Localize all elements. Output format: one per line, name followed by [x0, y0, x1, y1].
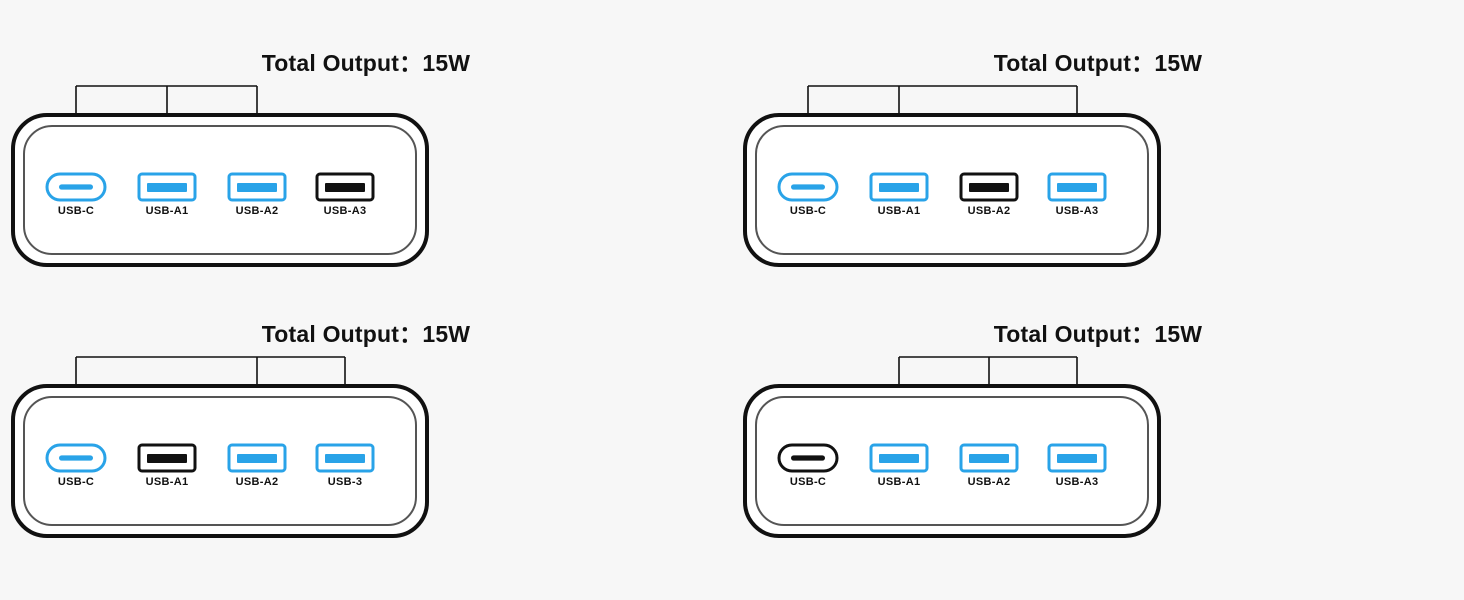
- port-usb-a-active[interactable]: [137, 172, 197, 202]
- device-illustration: [11, 356, 429, 538]
- port-usb-a-active[interactable]: [227, 443, 287, 473]
- device-body: [11, 384, 429, 538]
- device-illustration: [11, 85, 429, 267]
- port-usb-a-active[interactable]: [869, 172, 929, 202]
- port-label: USB-C: [57, 205, 95, 217]
- port-label: USB-C: [789, 476, 827, 488]
- port-usb-a-active[interactable]: [869, 443, 929, 473]
- panel-title: Total Output：15W: [261, 50, 471, 76]
- port-usb-c-active[interactable]: [777, 172, 839, 202]
- port-label: USB-A1: [877, 476, 921, 488]
- panel-top-right: Total Output：15W USB-C USB-A1 USB-A2 USB-A3: [732, 0, 1464, 300]
- port-usb-a-active[interactable]: [227, 172, 287, 202]
- device-body: [11, 113, 429, 267]
- port-label: USB-A1: [877, 205, 921, 217]
- device-body: [743, 113, 1161, 267]
- panel-title: Total Output：15W: [993, 50, 1203, 76]
- port-usb-c-active[interactable]: [45, 172, 107, 202]
- port-usb-c-active[interactable]: [45, 443, 107, 473]
- device-illustration: [743, 85, 1161, 267]
- port-usb-a-inactive[interactable]: [959, 172, 1019, 202]
- panel-bottom-right: Total Output：15W USB-C USB-A1 USB-A2 USB-A3: [732, 271, 1464, 571]
- port-label: USB-C: [57, 476, 95, 488]
- port-usb-a-active[interactable]: [1047, 172, 1107, 202]
- port-label: USB-A2: [235, 476, 279, 488]
- panel-bottom-left: Total Output：15W USB-C USB-A1 USB-A2 USB-3: [0, 271, 732, 571]
- port-usb-a-active[interactable]: [959, 443, 1019, 473]
- port-usb-a-active[interactable]: [315, 443, 375, 473]
- port-label: USB-A2: [967, 476, 1011, 488]
- port-usb-c-inactive[interactable]: [777, 443, 839, 473]
- port-usb-a-inactive[interactable]: [137, 443, 197, 473]
- panel-title: Total Output：15W: [261, 321, 471, 347]
- panel-title: Total Output：15W: [993, 321, 1203, 347]
- port-label: USB-A1: [145, 205, 189, 217]
- port-label: USB-3: [327, 476, 363, 488]
- port-label: USB-A2: [235, 205, 279, 217]
- port-label: USB-A3: [1055, 205, 1099, 217]
- port-label: USB-A3: [1055, 476, 1099, 488]
- port-label: USB-A3: [323, 205, 367, 217]
- port-usb-a-active[interactable]: [1047, 443, 1107, 473]
- device-body: [743, 384, 1161, 538]
- port-label: USB-A2: [967, 205, 1011, 217]
- device-illustration: [743, 356, 1161, 538]
- port-usb-a-inactive[interactable]: [315, 172, 375, 202]
- port-label: USB-A1: [145, 476, 189, 488]
- port-label: USB-C: [789, 205, 827, 217]
- panel-top-left: Total Output：15W USB-C USB-A1 USB-A2 USB-A3: [0, 0, 732, 300]
